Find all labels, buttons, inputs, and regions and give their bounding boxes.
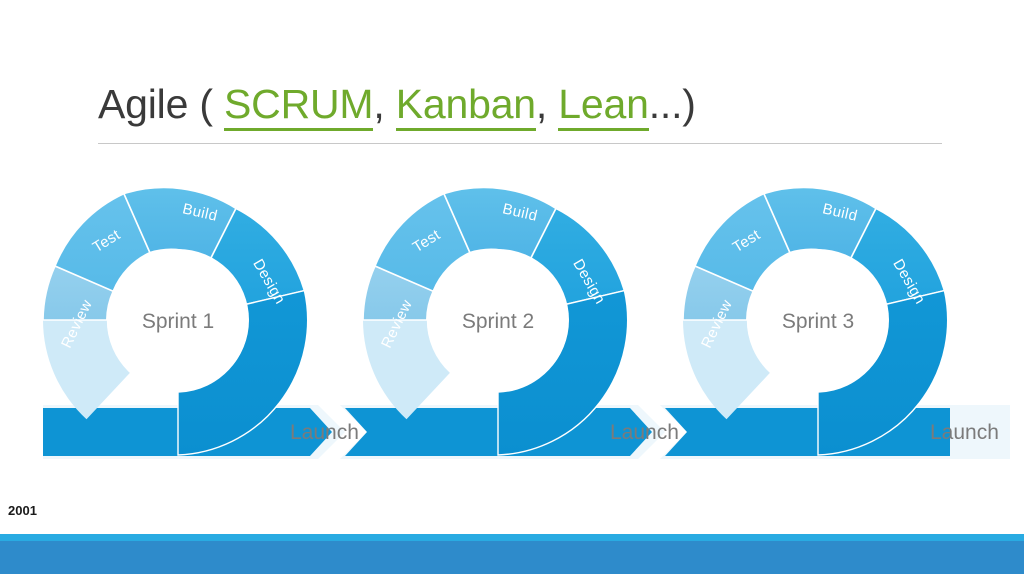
- donut-segment-test-2: [373, 192, 471, 293]
- donut-idle-segment-1: [43, 320, 130, 420]
- sprint-cycle-2: Review Test Build Design Sprint 2 Launch: [340, 186, 679, 459]
- title-separator-2: ,: [535, 81, 559, 127]
- agile-sprint-cycle-diagram: Review Test Build Design Sprint 1 Launch: [0, 160, 1024, 490]
- donut-hole-3: [747, 249, 889, 391]
- donut-segment-test-3: [693, 192, 791, 293]
- footer-main-band: [0, 541, 1024, 574]
- title-divider: [98, 143, 942, 144]
- sprint-center-label-2: Sprint 2: [462, 310, 534, 333]
- donut-segment-test-1: [53, 192, 151, 293]
- title-separator-1: ,: [373, 81, 396, 127]
- sprint-center-label-3: Sprint 3: [782, 310, 854, 333]
- sprint-cycle-3: Review Test Build Design Sprint 3 Launch: [660, 186, 1010, 459]
- title-prefix: Agile (: [98, 81, 225, 127]
- sprint-cycle-1: Review Test Build Design Sprint 1 Launch: [42, 186, 359, 459]
- slide-number: 2001: [8, 503, 37, 518]
- donut-hole-2: [427, 249, 569, 391]
- title-suffix: ...): [648, 81, 696, 127]
- donut-hole-1: [107, 249, 249, 391]
- sprint-center-label-1: Sprint 1: [142, 310, 214, 333]
- footer-bar: [0, 534, 1024, 574]
- link-scrum[interactable]: SCRUM: [224, 81, 374, 131]
- launch-label-1: Launch: [290, 421, 359, 444]
- donut-idle-segment-2: [363, 320, 450, 420]
- launch-label-3: Launch: [930, 421, 999, 444]
- title-block: Agile ( SCRUM, Kanban, Lean...): [98, 76, 942, 146]
- link-kanban[interactable]: Kanban: [395, 81, 536, 131]
- footer-accent-stripe: [0, 534, 1024, 541]
- launch-label-2: Launch: [610, 421, 679, 444]
- link-lean[interactable]: Lean: [558, 81, 649, 131]
- donut-idle-segment-3: [683, 320, 770, 420]
- page-title: Agile ( SCRUM, Kanban, Lean...): [98, 76, 942, 132]
